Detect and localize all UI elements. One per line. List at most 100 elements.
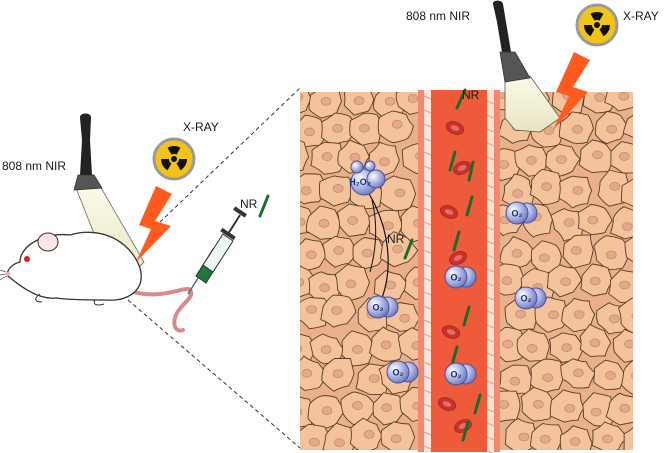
tumor-cell — [621, 359, 633, 396]
endothelial-mark — [423, 319, 432, 324]
tumor-cell — [620, 178, 633, 207]
cell-nucleus — [321, 406, 333, 416]
cell-nucleus — [363, 430, 375, 439]
cell-nucleus — [321, 152, 333, 161]
cell-nucleus — [631, 372, 633, 379]
cell-nucleus — [318, 219, 330, 228]
cell-nucleus — [352, 401, 363, 410]
cell-nucleus — [320, 345, 332, 355]
o2-label: O₂ — [451, 370, 462, 380]
nanorod-icon — [462, 305, 471, 327]
endothelial-mark — [486, 240, 495, 245]
cell-nucleus — [542, 373, 554, 383]
nanorod-icon — [258, 194, 270, 218]
o2-bubble-icon: O₂ — [505, 201, 538, 225]
nr-arrow-label: NR — [387, 232, 405, 246]
trefoil-blade — [599, 25, 610, 37]
cell-nucleus — [304, 127, 315, 137]
nanorod-icon — [450, 345, 459, 367]
endothelial-mark — [486, 100, 495, 105]
mouse-ear — [37, 232, 59, 252]
cell-nucleus — [390, 434, 402, 444]
radiation-icon-left — [152, 137, 196, 181]
red-blood-cell-icon — [441, 325, 461, 339]
h2o2-bubble-icon: H₂O₂ — [349, 160, 386, 196]
cell-nucleus — [300, 186, 312, 195]
cell-nucleus — [501, 276, 513, 286]
tumor-cell — [612, 328, 633, 363]
endothelial-mark — [423, 375, 432, 380]
cell-nucleus — [498, 160, 510, 169]
endothelial-mark — [486, 282, 495, 287]
nanorod-icon — [467, 160, 475, 182]
endothelial-mark — [486, 212, 495, 217]
mouse-body — [6, 231, 142, 301]
cell-nucleus — [502, 339, 514, 349]
endothelial-mark — [486, 156, 495, 161]
endothelial-mark — [423, 235, 432, 240]
endothelial-mark — [486, 310, 495, 315]
nanorod-icon — [465, 195, 474, 217]
endothelial-mark — [423, 109, 432, 114]
cell-nucleus — [301, 368, 313, 378]
o2-bubble-icon: O₂ — [444, 265, 477, 289]
o2-bubble-icon: O₂ — [444, 362, 477, 386]
xray-label-right: X-RAY — [623, 9, 659, 23]
cell-nucleus — [332, 184, 344, 193]
nanorod-icon — [461, 420, 470, 442]
cell-nucleus — [300, 277, 305, 287]
cell-nucleus — [587, 215, 599, 225]
cell-nucleus — [385, 280, 397, 290]
zoom-line-top — [159, 87, 301, 223]
cell-nucleus — [392, 244, 403, 254]
cell-nucleus — [300, 345, 302, 352]
trefoil-blade — [176, 159, 187, 171]
cell-nucleus — [631, 312, 633, 319]
endothelial-mark — [486, 142, 495, 147]
cell-nucleus — [573, 368, 584, 378]
cell-nucleus — [619, 280, 631, 290]
endothelial-mark — [423, 277, 432, 282]
tumor-cell — [300, 205, 315, 235]
cell-nucleus — [512, 189, 524, 198]
cell-nucleus — [572, 186, 584, 195]
lightning-icon-left — [136, 186, 172, 262]
cell-nucleus — [498, 400, 510, 409]
cell-nucleus — [305, 250, 317, 260]
cell-nucleus — [345, 279, 357, 289]
red-blood-cell-icon — [449, 250, 467, 266]
tumor-cell — [624, 236, 633, 263]
cell-nucleus — [368, 374, 380, 383]
mouse-icon — [0, 231, 194, 333]
endothelial-mark — [423, 431, 432, 436]
nanorod-icon — [448, 150, 457, 172]
endothelial-mark — [486, 366, 495, 371]
nanorod-icon — [473, 393, 482, 415]
cell-nucleus — [511, 249, 523, 258]
red-blood-cell-icon — [437, 397, 457, 411]
cell-nucleus — [590, 407, 602, 417]
cell-nucleus — [300, 93, 304, 101]
endothelial-mark — [423, 165, 432, 170]
cell-nucleus — [632, 191, 633, 193]
cell-nucleus — [637, 437, 647, 445]
h2o2-label: H₂O₂ — [349, 177, 371, 187]
cell-nucleus — [564, 404, 576, 413]
tumor-cell — [300, 140, 310, 172]
endothelial-mark — [423, 193, 432, 198]
endothelial-mark — [423, 151, 432, 156]
cell-nucleus — [548, 310, 559, 320]
cell-nucleus — [538, 253, 550, 263]
nir-label-right: 808 nm NIR — [406, 9, 470, 23]
cell-nucleus — [561, 343, 573, 353]
cell-nucleus — [394, 188, 406, 198]
cell-nucleus — [618, 152, 630, 161]
cell-nucleus — [637, 122, 647, 130]
cell-nucleus — [349, 153, 361, 162]
zoom-line-bottom — [127, 299, 301, 449]
mouse-foot — [35, 293, 43, 303]
cell-nucleus — [382, 221, 394, 230]
endothelial-mark — [423, 249, 432, 254]
laser-probe-icon — [497, 22, 511, 52]
